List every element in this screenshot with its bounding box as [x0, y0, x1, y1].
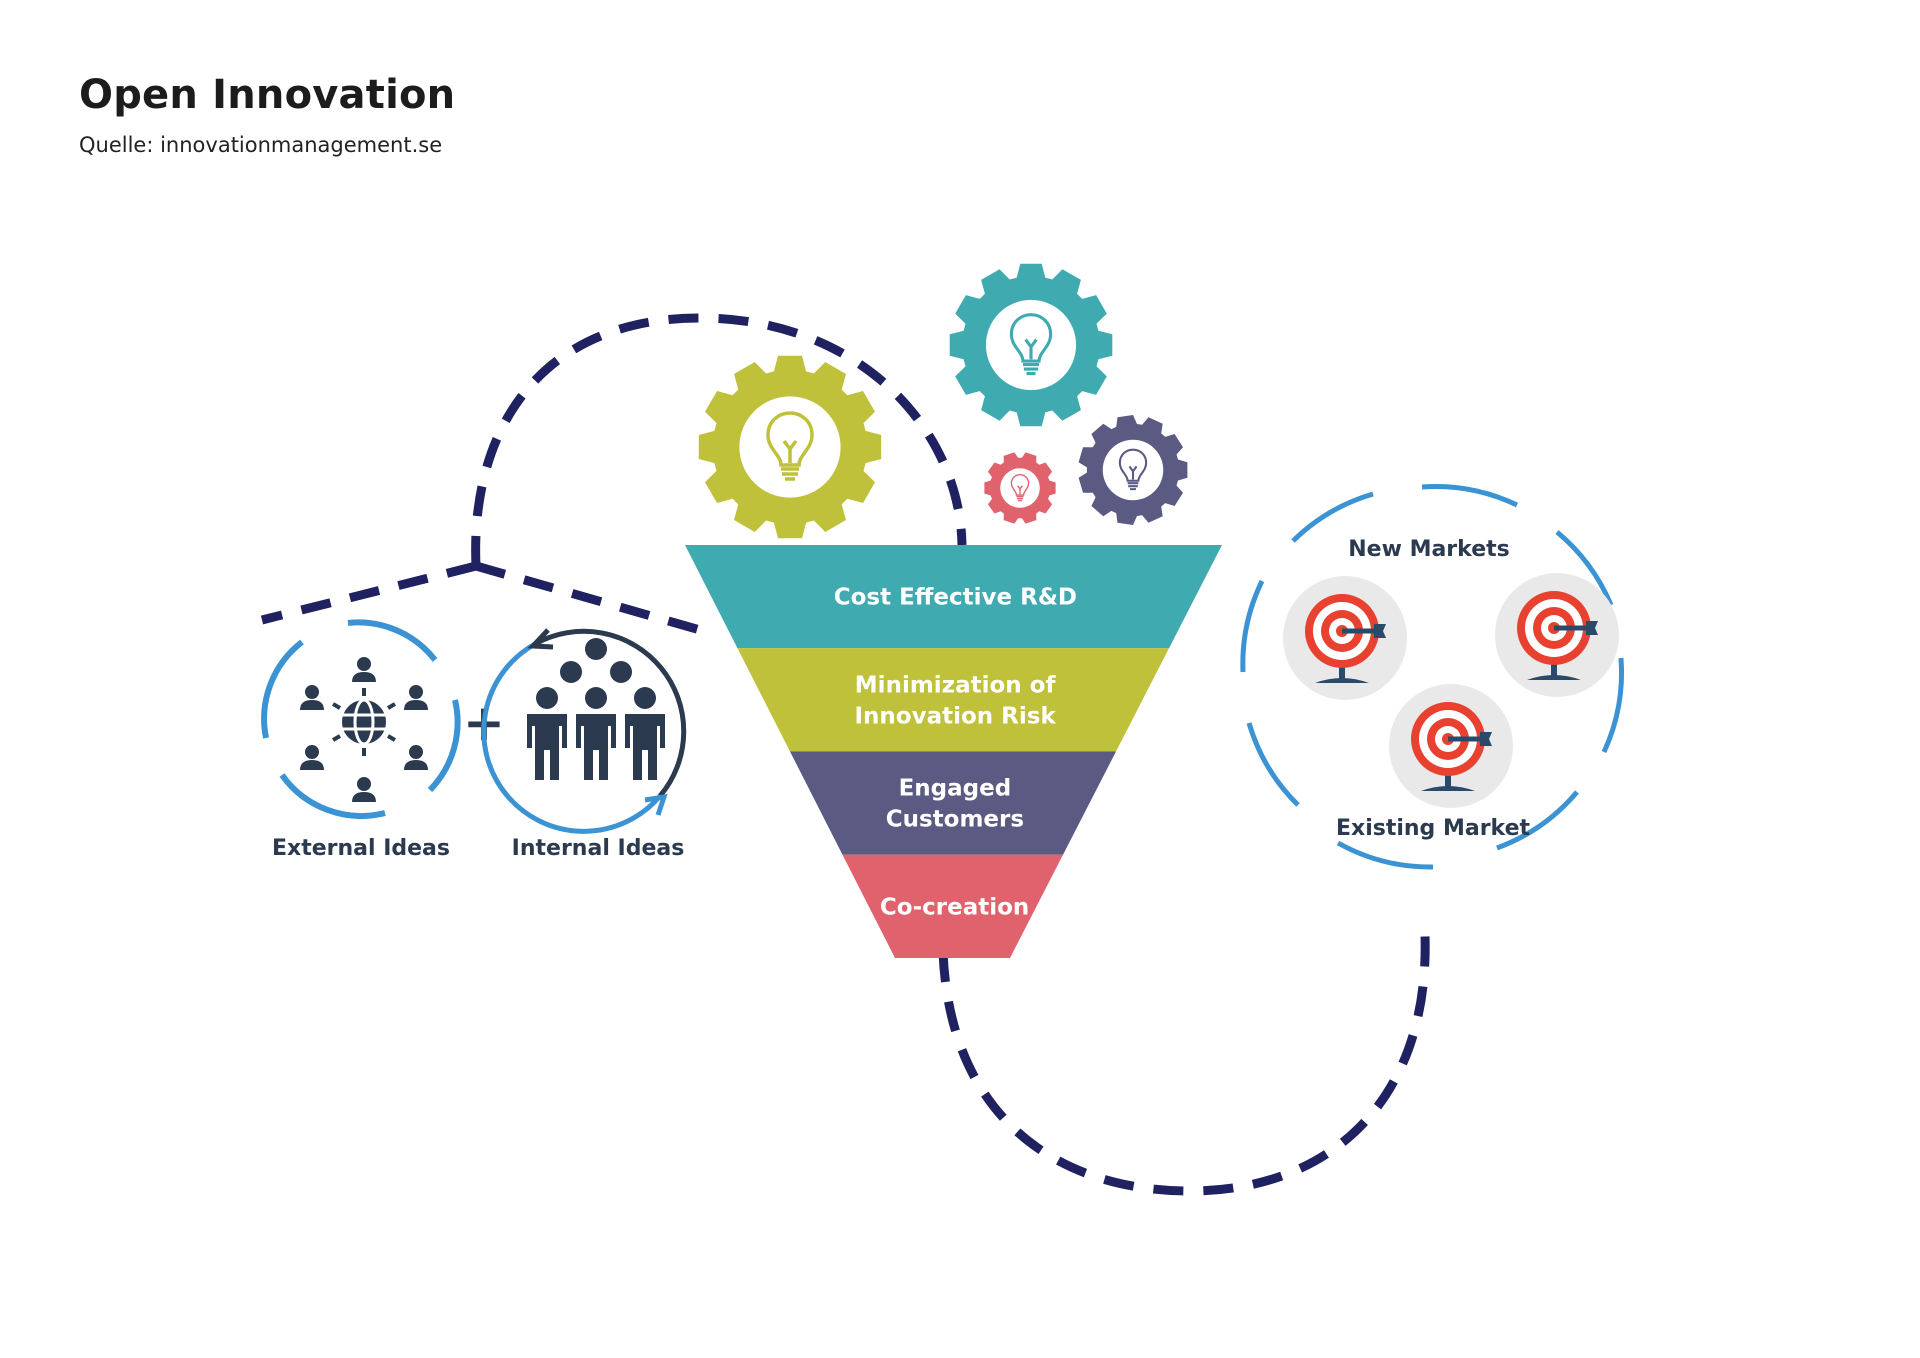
- market-ring-arc: [1291, 491, 1374, 543]
- new-markets-label: New Markets: [1348, 537, 1509, 562]
- markets-group: New Markets Existing Market: [1240, 484, 1625, 870]
- funnel-layer: Cost Effective R&D: [685, 545, 1222, 649]
- left-dashed-branch: [260, 561, 478, 625]
- funnel: Cost Effective R&D Minimization of Innovat…: [685, 545, 1222, 958]
- market-ring-arc: [1496, 790, 1579, 851]
- lightbulb-icon: [1010, 474, 1030, 502]
- funnel-layer-label: Engaged: [899, 776, 1012, 802]
- market-ring-arc: [1336, 840, 1434, 870]
- external-ideas-group: External Ideas: [261, 619, 461, 861]
- gear-icon: [1078, 415, 1188, 525]
- cycle-arrowhead-icon: [644, 793, 668, 816]
- connector-lines: [260, 313, 1430, 1196]
- external-ring-arc: [427, 699, 461, 793]
- source-caption: Quelle: innovationmanagement.se: [79, 133, 443, 157]
- external-ring-arc: [279, 773, 386, 819]
- lightbulb-icon: [1009, 313, 1053, 376]
- gears-group: [698, 263, 1188, 539]
- top-dashed-arc: [471, 313, 967, 567]
- market-ring-arc: [1421, 484, 1519, 508]
- gear-icon: [949, 263, 1113, 427]
- globe-network-icon: [300, 657, 428, 802]
- internal-cycle-arc-blue: [481, 641, 662, 834]
- internal-cycle-arc-dark: [533, 628, 687, 798]
- lightbulb-icon: [1118, 448, 1148, 491]
- funnel-layer: Minimization of Innovation Risk: [737, 648, 1169, 752]
- internal-ideas-label: Internal Ideas: [512, 836, 685, 861]
- right-dashed-branch: [474, 561, 702, 635]
- team-people-icon: [527, 638, 665, 780]
- external-ideas-label: External Ideas: [272, 836, 450, 861]
- gear-icon: [984, 452, 1056, 524]
- funnel-layer-label: Minimization of: [855, 672, 1057, 698]
- gear-icon: [698, 355, 882, 539]
- market-ring-arc: [1240, 579, 1265, 673]
- target-icon: [1495, 573, 1619, 697]
- external-ring-arc: [347, 619, 438, 662]
- market-ring-arc: [1246, 722, 1300, 807]
- funnel-layer-label: Customers: [886, 807, 1024, 833]
- funnel-layer-label: Innovation Risk: [854, 703, 1056, 729]
- market-ring-arc: [1555, 530, 1614, 606]
- bottom-dashed-arc: [938, 934, 1430, 1196]
- funnel-layer-label: Cost Effective R&D: [834, 585, 1077, 611]
- external-ring-arc: [261, 639, 304, 739]
- page-title: Open Innovation: [79, 72, 456, 118]
- lightbulb-icon: [766, 411, 814, 481]
- market-ring-arc: [1601, 657, 1625, 754]
- funnel-layer: Co-creation: [842, 854, 1063, 958]
- target-icon: [1389, 684, 1513, 808]
- target-icon: [1283, 576, 1407, 700]
- funnel-layer-label: Co-creation: [880, 894, 1029, 920]
- cycle-arrowhead-icon: [527, 628, 554, 650]
- existing-market-label: Existing Market: [1336, 816, 1531, 841]
- internal-ideas-group: Internal Ideas: [481, 628, 687, 861]
